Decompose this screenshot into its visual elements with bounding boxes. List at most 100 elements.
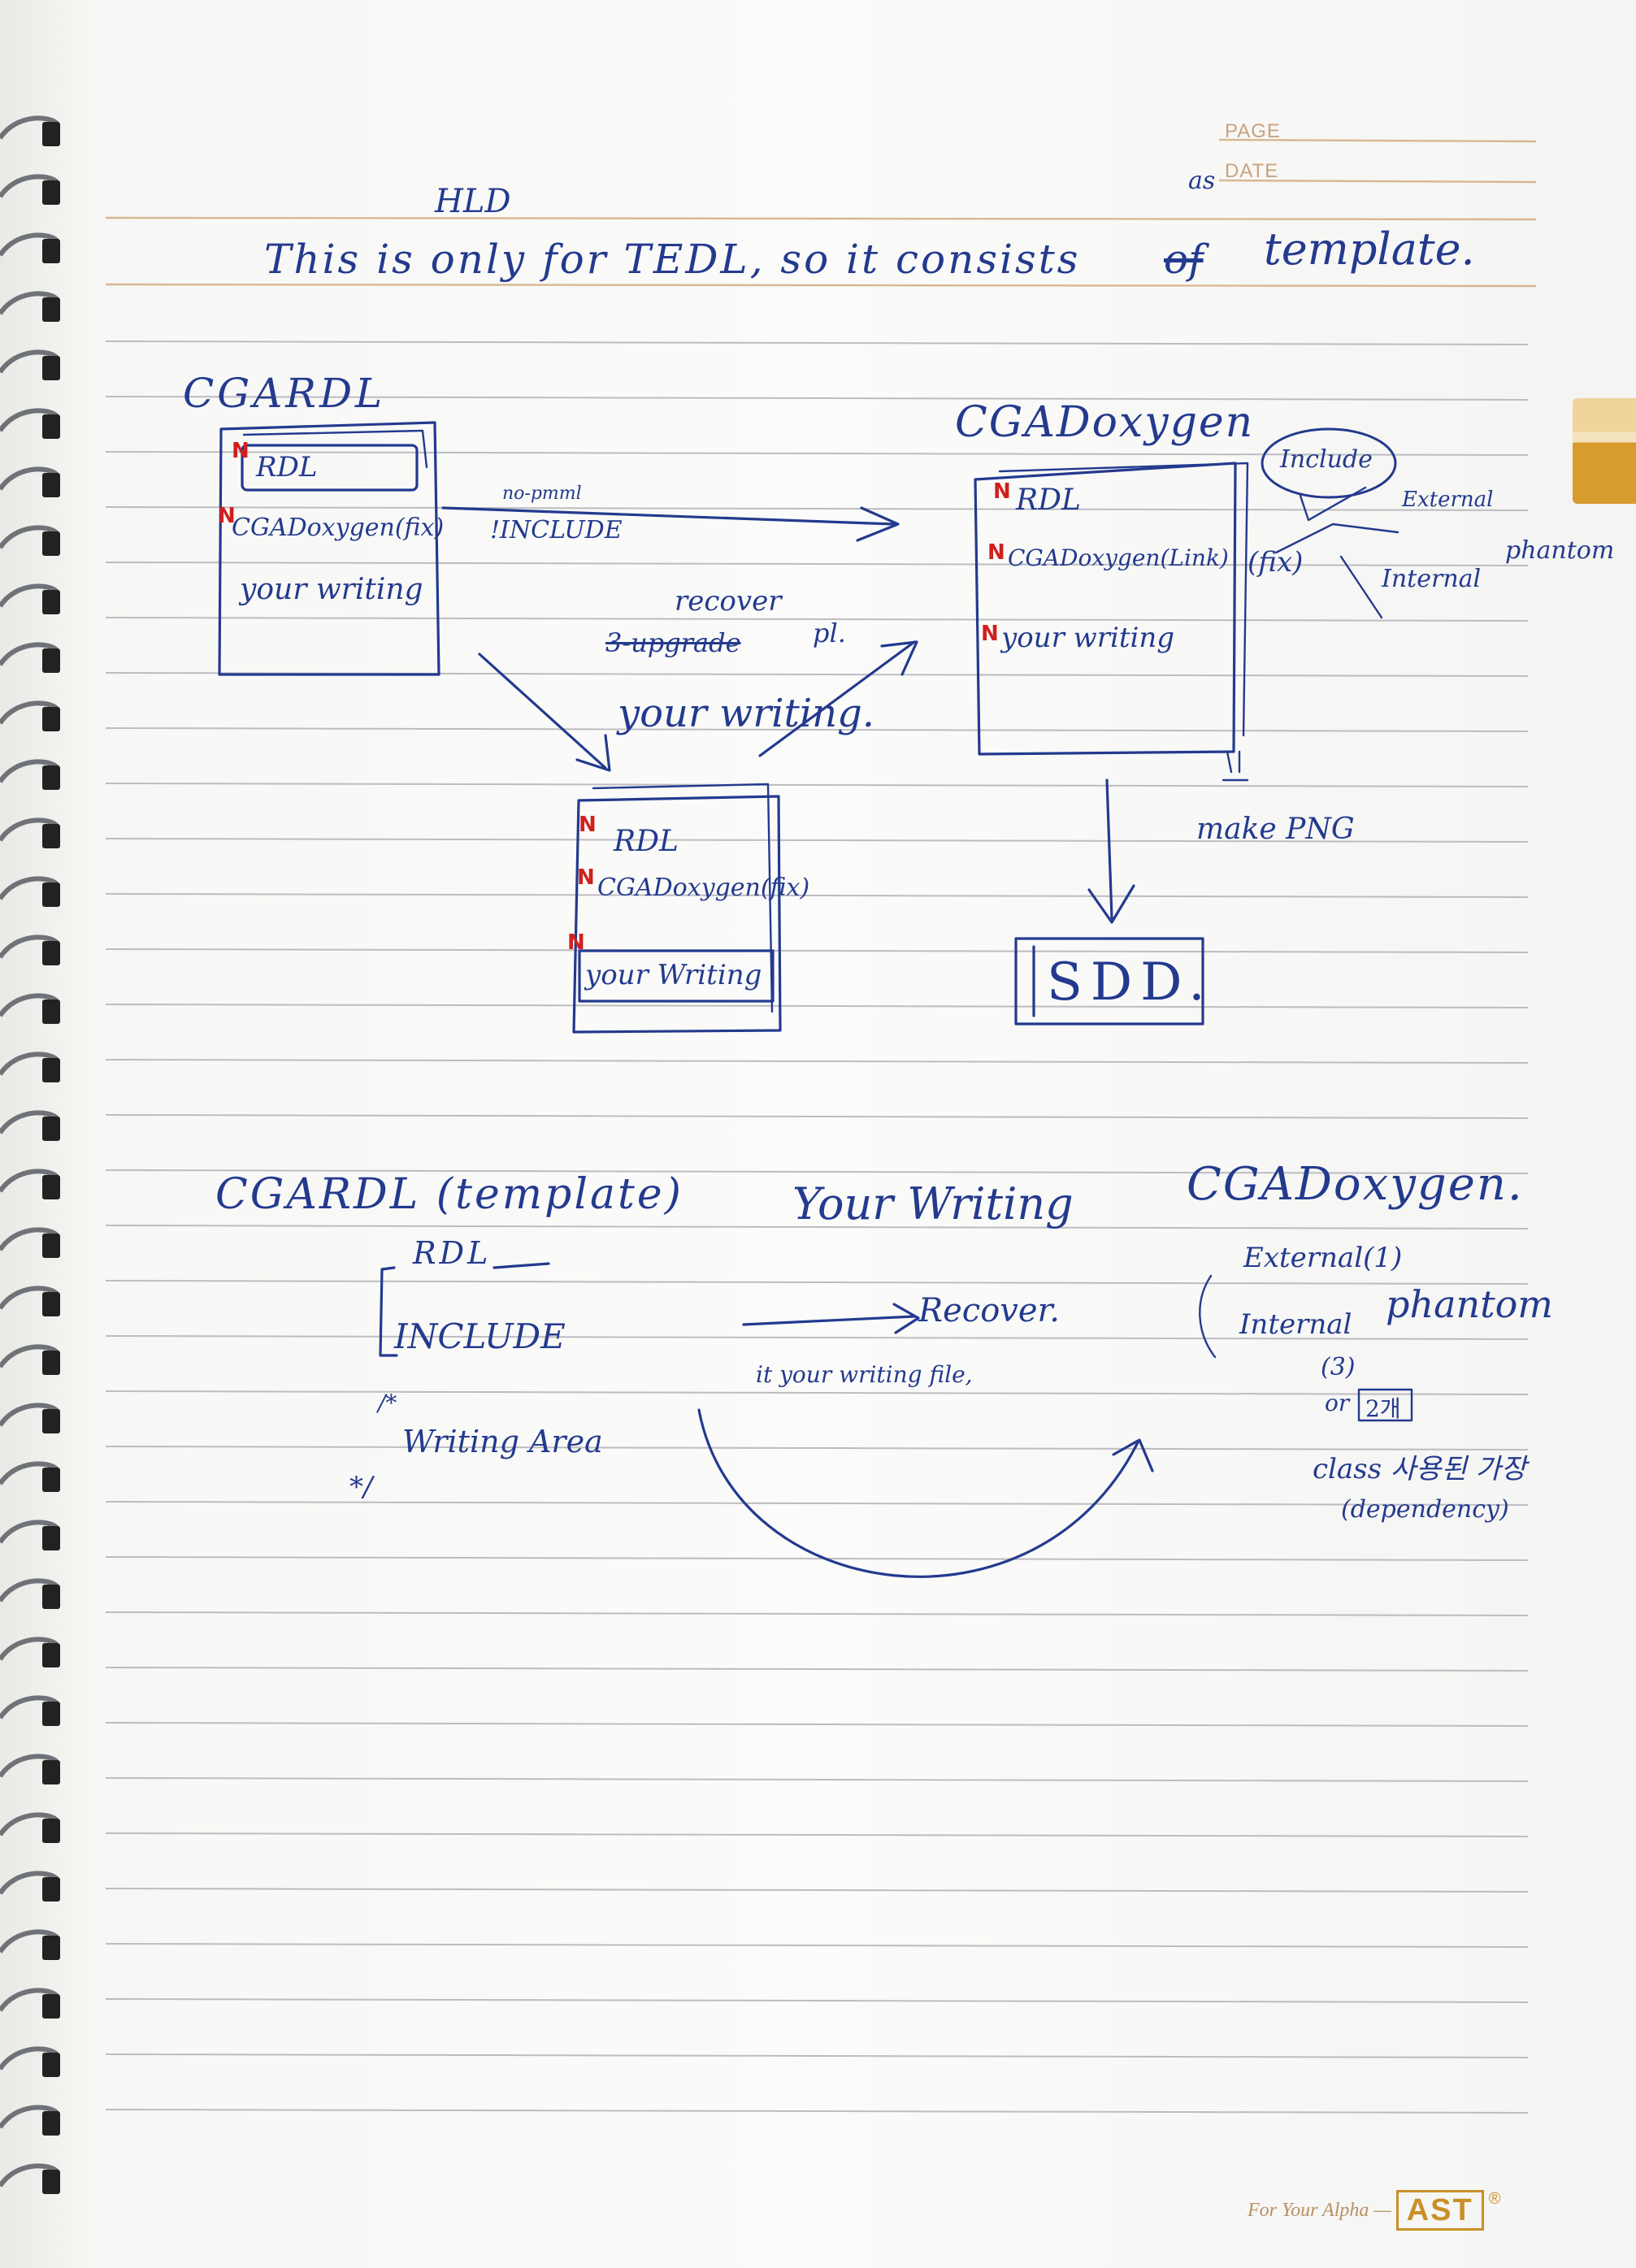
marker-n: N [232,439,250,463]
ruled-line [105,1777,1529,1782]
include-note: no-pmml [502,484,582,504]
spiral-ring [0,466,60,497]
spiral-ring [0,291,60,322]
ast-logo: AST [1395,2190,1484,2231]
spiral-ring [0,1344,60,1375]
ruled-line [105,1556,1529,1561]
spiral-ring [0,1286,60,1316]
spiral-ring [0,1052,60,1082]
spiral-ring [0,642,60,673]
ruled-line [105,1998,1529,2003]
box-merged [572,795,782,1034]
ruled-line [105,1722,1529,1727]
spiral-ring [0,583,60,614]
ruled-line [105,506,1529,511]
marker-n: N [218,504,236,528]
make-png-label: make PNG [1196,813,1355,846]
page-label: PAGE [1225,120,1281,142]
spiral-ring [0,1929,60,1960]
ruled-line [105,562,1529,566]
bottom-your-writing-title: Your Writing [792,1178,1074,1229]
right-item-rdl: RDL [1016,484,1081,517]
ruled-line [105,1059,1529,1064]
bottom-phantom: phantom [1386,1282,1553,1326]
ruled-line [105,1832,1529,1837]
box-item-cgadoxygen: CGADoxygen(fix) [232,514,445,542]
ruled-line [105,2053,1529,2058]
marker-n: N [993,479,1011,504]
cgardl-label: CGARDL [183,370,386,417]
spiral-ring [0,1754,60,1784]
spiral-ring [0,1403,60,1433]
footer-brand: For Your Alpha — AST ® [1248,2190,1500,2231]
ruled-line [105,1446,1529,1451]
spiral-ring [0,1461,60,1492]
ruled-line [105,1667,1529,1672]
spiral-ring [0,759,60,790]
spiral-ring [0,1578,60,1609]
hld-label: HLD [435,183,511,220]
upgrade-label: 3-upgrade [605,627,741,658]
spiral-ring [0,1637,60,1667]
bottom-include: INCLUDE [394,1316,566,1356]
bottom-external: External(1) [1243,1242,1403,1274]
curved-arrow [697,1408,1154,1578]
spiral-ring [0,525,60,556]
registered-mark: ® [1488,2190,1501,2208]
right-fix: (fix) [1248,546,1304,579]
sdd-box [1014,937,1204,1026]
spiral-ring [0,1812,60,1843]
spiral-ring [0,935,60,965]
external-note: External [1402,488,1494,512]
recover-line [742,1303,920,1334]
spiral-ring [0,349,60,380]
title-of-strike: of [1164,236,1204,283]
box-cgadoxygen [974,462,1237,756]
ruled-line [105,948,1529,953]
ruled-line [105,838,1529,843]
comment-open: /* [378,1390,397,1416]
bottom-internal: Internal [1239,1308,1352,1341]
marker-n: N [981,622,999,646]
ruled-line [105,727,1529,732]
arrow-to-merged [478,653,611,772]
bracket [379,1266,398,1357]
include-label: !INCLUDE [490,516,623,544]
ruled-line [105,1501,1529,1506]
bottom-class-line: class 사용된 가장 [1313,1453,1527,1485]
spiral-ring [0,1169,60,1199]
spiral-ring [0,2105,60,2136]
ruled-line [105,1169,1529,1174]
ruled-line [105,617,1529,622]
internal-note: Internal [1382,565,1482,593]
spiral-ring [0,817,60,848]
ruled-line [105,1280,1529,1285]
ruled-line [105,1943,1529,1948]
your-writing-box [578,949,775,1003]
middle-item-rdl: RDL [614,825,679,858]
ruled-line [105,1390,1529,1395]
bottom-rdl: RDL [413,1235,492,1271]
ruled-line [105,340,1529,345]
recover-arrow [758,640,918,757]
spiral-ring [0,1227,60,1258]
header-line [1218,138,1537,143]
include-circle [1261,427,1397,499]
spiral-ring [0,876,60,907]
index-tab [1573,398,1636,504]
bottom-two: 2개 [1365,1395,1401,1422]
box-item-rdl: RDL [256,451,318,484]
ruled-line [105,1004,1529,1008]
spiral-ring [0,700,60,731]
spiral-ring [0,1871,60,1902]
bottom-cgardl-title: CGARDL (template) [215,1170,683,1219]
marker-n: N [567,930,585,955]
date-label: DATE [1225,160,1279,182]
title-text: This is only for TEDL, so it consists [264,236,1081,283]
header-line [105,283,1537,288]
ruled-line [105,396,1529,401]
right-item-your-writing: your writing [1001,622,1175,654]
middle-item-cgadoxygen: CGADoxygen(fix) [597,874,810,902]
box-item-your-writing: your writing [240,573,423,606]
